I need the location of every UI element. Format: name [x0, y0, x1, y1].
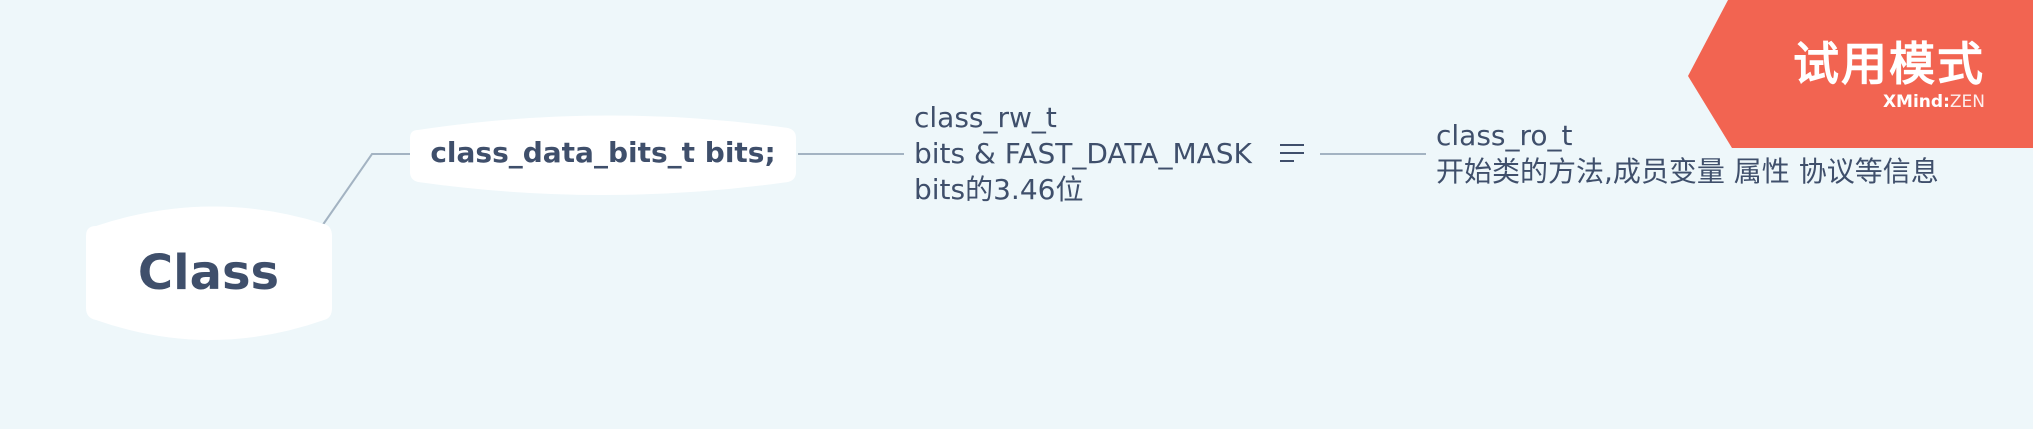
trial-watermark: 试用模式 XMind:ZEN	[1685, 0, 2033, 148]
trial-watermark-ribbon	[1688, 0, 2033, 148]
rw-node-line-1: class_rw_t	[914, 101, 1057, 134]
root-node[interactable]	[86, 206, 332, 340]
connector-root-to-bits	[321, 153, 410, 227]
ro-node-line-2: 开始类的方法,成员变量 属性 协议等信息	[1436, 155, 1939, 188]
notes-icon[interactable]	[1280, 144, 1304, 162]
bits-node-label: class_data_bits_t bits;	[430, 136, 776, 169]
ro-node[interactable]: class_ro_t 开始类的方法,成员变量 属性 协议等信息	[1436, 118, 1939, 190]
brand-separator: :	[1943, 92, 1950, 112]
rw-node-line-3: bits的3.46位	[914, 173, 1084, 206]
ro-node-line-1: class_ro_t	[1436, 119, 1573, 152]
trial-mode-label: 试用模式	[1793, 37, 1985, 91]
bits-node[interactable]	[410, 115, 796, 195]
brand-name: XMind	[1882, 92, 1944, 112]
root-node-label: Class	[137, 245, 280, 301]
rw-node-line-2: bits & FAST_DATA_MASK	[914, 137, 1252, 170]
rw-node[interactable]: class_rw_t bits & FAST_DATA_MASK bits的3.…	[914, 100, 1252, 208]
xmind-zen-logo: XMind:ZEN	[1883, 92, 1985, 112]
brand-edition: ZEN	[1949, 92, 1985, 112]
